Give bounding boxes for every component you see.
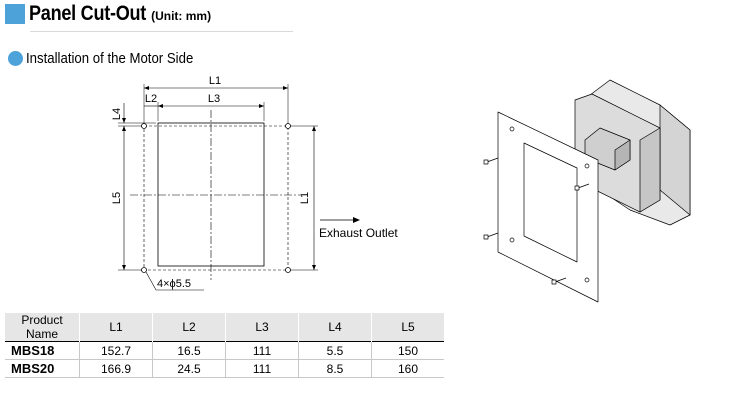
table-cell: 160 xyxy=(371,359,444,378)
page-title: Panel Cut-Out (Unit: mm) xyxy=(5,2,212,25)
product-name-cell: MBS18 xyxy=(5,341,80,360)
extension-lines xyxy=(118,84,318,271)
table-header-row: Product Name L1 L2 L3 L4 L5 xyxy=(5,313,444,342)
col-header: Product Name xyxy=(5,313,80,342)
dimension-table: Product Name L1 L2 L3 L4 L5 MBS18 152.7 … xyxy=(5,313,444,378)
dim-L1-top: L1 xyxy=(209,75,221,87)
dim-L5: L5 xyxy=(111,192,123,204)
table-cell: 150 xyxy=(371,341,444,360)
panel-cutout-drawing: L1 L2 L3 L4 L5 L1 4×ϕ5.5 Exhaust Outlet xyxy=(111,75,691,303)
table-cell: 5.5 xyxy=(298,341,372,360)
dim-L3: L3 xyxy=(208,93,220,105)
motor-illustration xyxy=(483,79,691,303)
dimension-lines xyxy=(123,87,315,270)
table-cell: 16.5 xyxy=(152,341,226,360)
table-cell: 166.9 xyxy=(79,359,153,378)
col-header: L3 xyxy=(225,313,299,342)
table-row: MBS20 166.9 24.5 111 8.5 160 xyxy=(5,359,444,378)
title-marker xyxy=(5,4,25,24)
dim-L4: L4 xyxy=(111,108,123,120)
title-text: Panel Cut-Out xyxy=(29,2,147,25)
section-heading: Installation of the Motor Side xyxy=(8,50,216,67)
table-cell: 111 xyxy=(225,341,299,360)
exhaust-arrowhead xyxy=(353,217,360,223)
section-heading-text: Installation of the Motor Side xyxy=(26,50,194,67)
col-header: L2 xyxy=(152,313,226,342)
hole-pattern xyxy=(143,125,289,271)
mounting-holes xyxy=(141,123,291,273)
table-cell: 152.7 xyxy=(79,341,153,360)
hole-leader xyxy=(145,271,204,291)
col-header: L1 xyxy=(79,313,153,342)
hole-callout: 4×ϕ5.5 xyxy=(157,278,191,290)
exhaust-label: Exhaust Outlet xyxy=(319,226,398,240)
table-cell: 8.5 xyxy=(298,359,372,378)
col-header: L5 xyxy=(371,313,444,342)
col-header: L4 xyxy=(298,313,372,342)
dim-L1-side: L1 xyxy=(299,192,311,204)
title-underline xyxy=(30,31,293,32)
dimension-arrows xyxy=(122,86,316,270)
section-bullet xyxy=(8,51,23,66)
table-cell: 24.5 xyxy=(152,359,226,378)
product-name-cell: MBS20 xyxy=(5,359,80,378)
dim-L2: L2 xyxy=(145,93,157,105)
table-row: MBS18 152.7 16.5 111 5.5 150 xyxy=(5,341,444,360)
table-cell: 111 xyxy=(225,359,299,378)
unit-note: (Unit: mm) xyxy=(151,9,212,23)
